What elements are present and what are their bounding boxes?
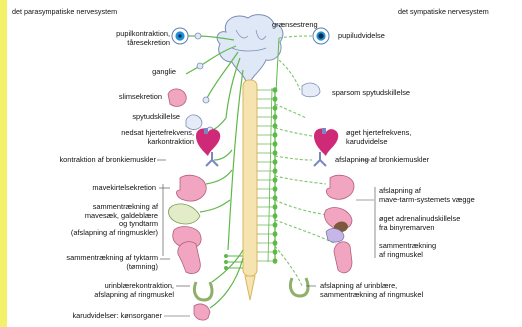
label-kontraktion-bronkiemuskler: kontraktion af bronkiemuskler bbox=[59, 156, 156, 165]
label-sparsom-spytudskillelse: sparsom spytudskillelse bbox=[332, 89, 410, 98]
label-afslapning-bronkiemuskler: afslapning af bronkiemuskler bbox=[335, 156, 429, 165]
chain-ganglion bbox=[273, 186, 278, 192]
chain-ganglion bbox=[273, 141, 278, 147]
label-graensestreng: grænsestreng bbox=[272, 21, 318, 30]
label-sammentraekning-mavesaek: sammentrækning afmavesæk, galdeblære og … bbox=[71, 203, 158, 237]
stomach-left bbox=[177, 175, 207, 201]
header-sympathetic: det sympatiske nervesystem bbox=[398, 8, 489, 17]
label-afslapning-urinblaere: afslapning af urinblære,sammentrækning a… bbox=[320, 282, 423, 299]
label-pupilkontraktion: pupilkontraktion,tåresekretion bbox=[116, 30, 170, 47]
label-nedsat-hjertefrekvens: nedsat hjertefrekvens,karkontraktion bbox=[121, 129, 194, 146]
chain-ganglion bbox=[273, 240, 278, 246]
mucosa-gland bbox=[168, 89, 186, 107]
chain-ganglion bbox=[273, 177, 278, 183]
eye-right bbox=[313, 28, 329, 44]
chain-ganglion bbox=[273, 222, 278, 228]
chain-ganglion bbox=[273, 159, 278, 165]
label-urinblaerekontraktion: urinblærekontraktion,afslapning af ringm… bbox=[94, 282, 174, 299]
chain-ganglion bbox=[273, 150, 278, 156]
chain-ganglion bbox=[273, 132, 278, 138]
label-oeget-hjertefrekvens: øget hjertefrekvens,karudvidelse bbox=[346, 129, 411, 146]
chain-ganglion bbox=[273, 213, 278, 219]
chain-ganglion bbox=[273, 195, 278, 201]
label-pupiludvidelse: pupiludvidelse bbox=[338, 32, 385, 41]
label-oeget-adrenalinudskillelse: øget adrenalinudskillelsefra binyremarve… bbox=[379, 215, 460, 232]
chain-ganglion bbox=[273, 114, 278, 120]
chain-ganglion bbox=[273, 168, 278, 174]
chain-ganglion bbox=[273, 204, 278, 210]
left-edge-bar bbox=[0, 0, 7, 327]
chain-ganglion bbox=[273, 96, 278, 102]
stomach-right bbox=[326, 175, 354, 199]
salivary-gland-right bbox=[302, 83, 320, 97]
chain-ganglion bbox=[273, 231, 278, 237]
label-karudvidelser-konsorganer: karudvidelser: kønsorganer bbox=[72, 312, 162, 321]
label-mavekirtelsekretion: mavekirtelsekretion bbox=[92, 184, 156, 193]
header-parasympathetic: det parasympatiske nervesystem bbox=[12, 8, 117, 17]
chain-ganglion bbox=[273, 105, 278, 111]
label-afslapning-mave-tarm: afslapning afmave-tarm-systemets vægge bbox=[379, 187, 475, 204]
chain-ganglion bbox=[273, 258, 278, 264]
label-spytudskillelse-left: spytudskillelse bbox=[132, 113, 180, 122]
label-slimsekretion: slimsekretion bbox=[119, 93, 162, 102]
label-sammentraekning-tyktarm: sammentrækning af tyktarm(tømning) bbox=[66, 254, 158, 271]
spinal-cord bbox=[243, 80, 257, 276]
chain-ganglion bbox=[273, 249, 278, 255]
label-ganglie: ganglie bbox=[152, 68, 176, 77]
eye-left bbox=[172, 28, 188, 44]
label-sammentraekning-ringmuskel: sammentrækningaf ringmuskel bbox=[379, 242, 436, 259]
